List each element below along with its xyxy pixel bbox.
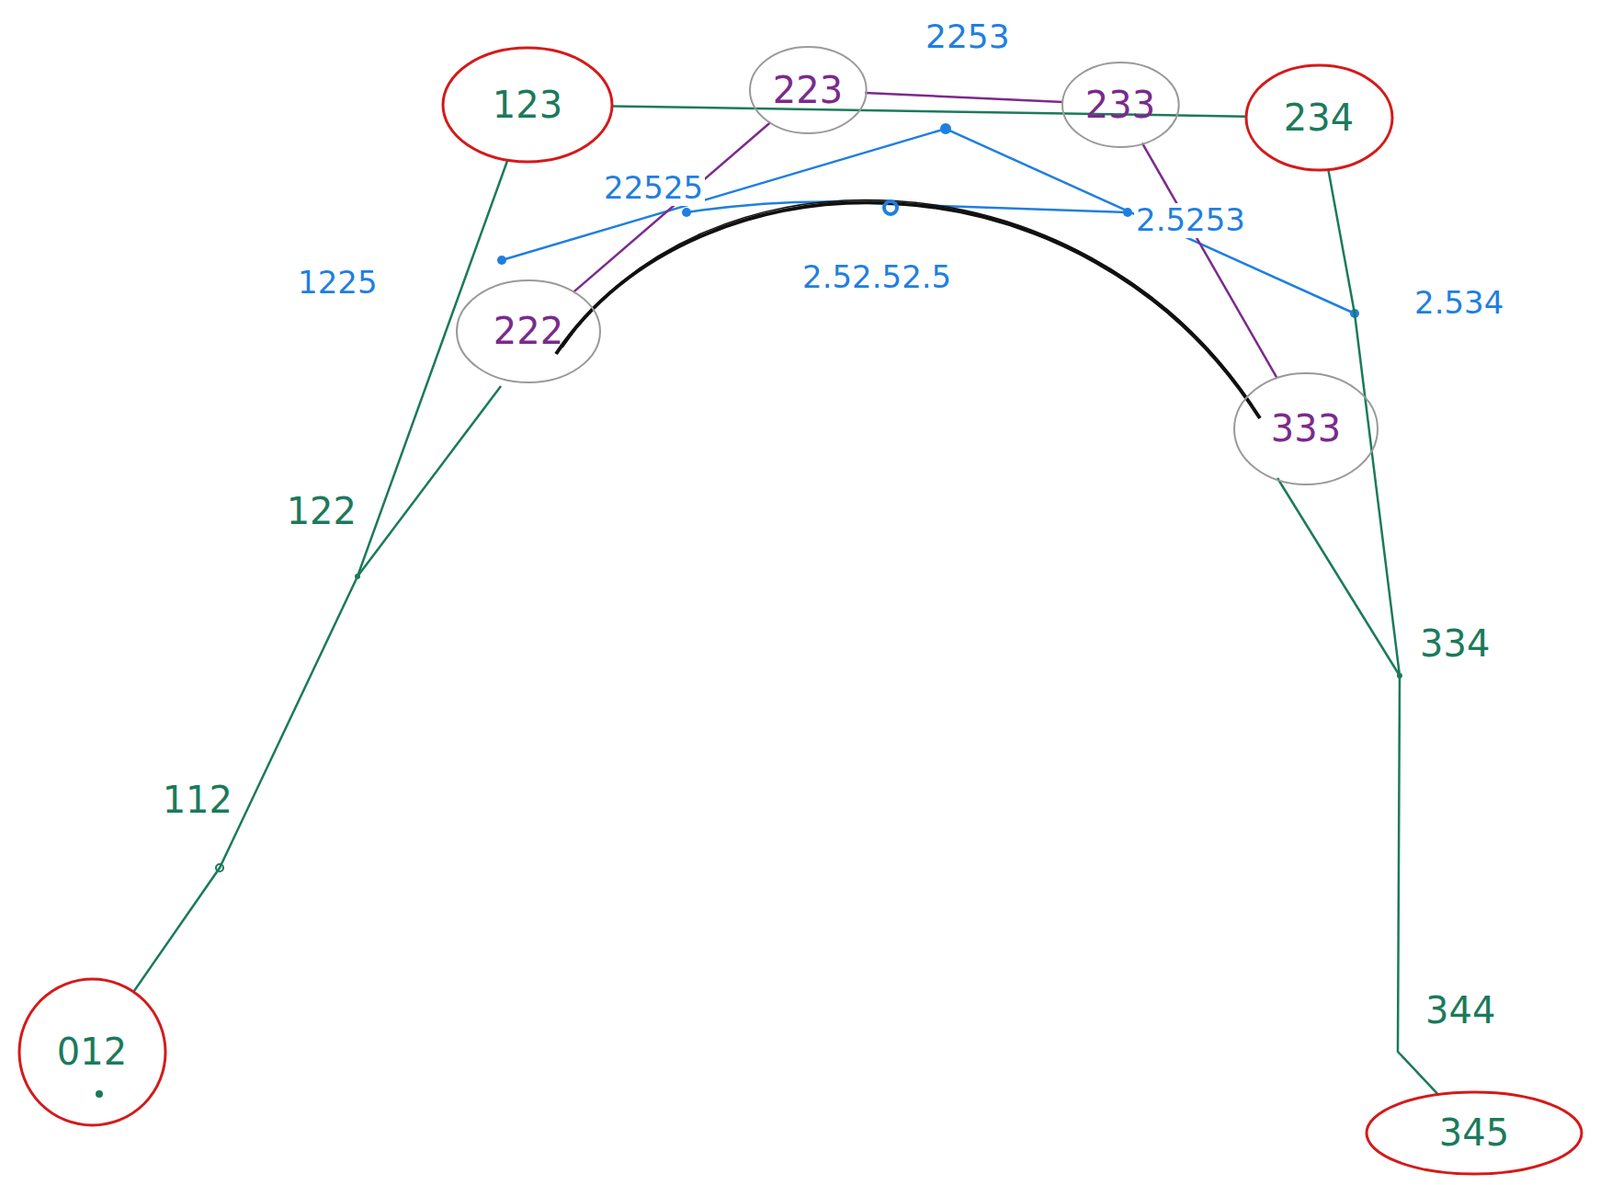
node-label: 233 bbox=[1085, 84, 1156, 125]
circled-node: 222 bbox=[454, 278, 602, 385]
circled-node: 223 bbox=[748, 45, 869, 136]
connector bbox=[1142, 143, 1278, 379]
circled-node: 233 bbox=[1060, 60, 1181, 149]
point-label: 2.52.52.5 bbox=[800, 260, 954, 295]
circled-node: 345 bbox=[1363, 1089, 1585, 1177]
point-label: 1225 bbox=[295, 265, 380, 300]
circle-outline bbox=[1234, 373, 1378, 485]
green-leader bbox=[357, 385, 501, 577]
node-label: 234 bbox=[1283, 97, 1354, 138]
circled-node: 012 bbox=[16, 975, 169, 1128]
point-label: 112 bbox=[160, 779, 235, 820]
connector bbox=[133, 159, 508, 991]
curve bbox=[556, 202, 1260, 419]
circle-outline bbox=[1062, 62, 1180, 148]
point-label: 22525 bbox=[601, 170, 705, 205]
point-label: 122 bbox=[284, 490, 359, 532]
point-label: 334 bbox=[1418, 623, 1492, 664]
point bbox=[1123, 207, 1133, 217]
circle-outline bbox=[1246, 65, 1393, 171]
circled-node: 333 bbox=[1232, 371, 1380, 487]
green-leader bbox=[1277, 477, 1400, 676]
node-label: 123 bbox=[492, 84, 563, 125]
circled-node: 234 bbox=[1243, 62, 1396, 173]
point bbox=[940, 123, 952, 135]
point-label: 344 bbox=[1423, 989, 1498, 1031]
point-label: 2.5253 bbox=[1134, 203, 1248, 238]
point bbox=[681, 207, 692, 217]
point bbox=[497, 255, 507, 265]
connector bbox=[573, 122, 772, 293]
node-label: 012 bbox=[56, 1031, 127, 1072]
point-label: 2253 bbox=[923, 18, 1012, 56]
circle-outline bbox=[456, 280, 601, 383]
circled-node: 123 bbox=[440, 45, 615, 165]
node-label: 222 bbox=[493, 310, 564, 352]
point-label: 2.534 bbox=[1412, 285, 1506, 320]
node-label: 223 bbox=[772, 69, 843, 111]
node-label: 333 bbox=[1270, 408, 1341, 449]
node-label: 345 bbox=[1439, 1112, 1510, 1153]
circle-outline bbox=[442, 47, 613, 162]
blue-polygon bbox=[501, 128, 1355, 314]
connector bbox=[864, 92, 1064, 103]
point bbox=[884, 201, 897, 215]
circle-outline bbox=[749, 46, 867, 134]
curve bbox=[562, 200, 1252, 405]
circle-outline bbox=[1366, 1091, 1582, 1174]
circle-outline bbox=[19, 978, 166, 1125]
point bbox=[95, 1089, 103, 1098]
